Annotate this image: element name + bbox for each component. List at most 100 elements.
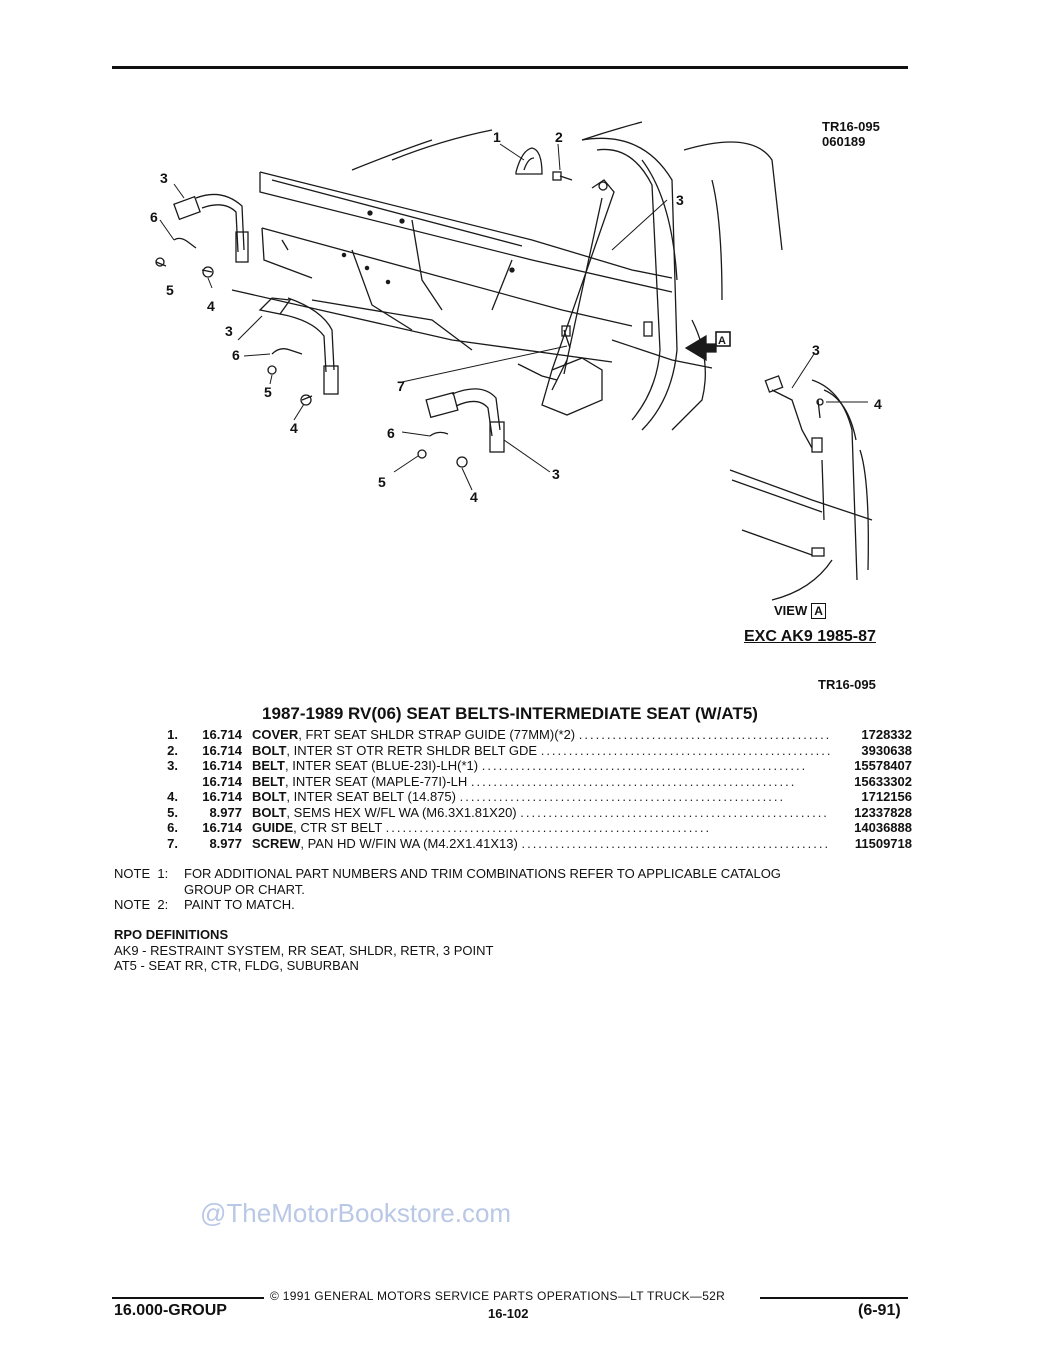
part-index: 3.	[167, 758, 178, 773]
diagram-ref-number: TR16-095	[822, 119, 880, 134]
part-name: BOLT	[252, 804, 287, 820]
part-detail: , SEMS HEX W/FL WA (M6.3X1.81X20)	[286, 804, 517, 820]
top-rule	[112, 66, 908, 69]
section-title: 1987-1989 RV(06) SEAT BELTS-INTERMEDIATE…	[262, 704, 758, 723]
diagram-reference-top: TR16-095 060189	[822, 119, 880, 149]
part-detail: , INTER SEAT (BLUE-23I)-LH(*1)	[284, 758, 479, 773]
pillar-illustration	[581, 137, 783, 431]
callout-6: 6	[387, 425, 395, 441]
note-line: GROUP OR CHART.	[184, 881, 305, 897]
parts-row: 6. 16.714 GUIDE, CTR ST BELT ...........…	[140, 820, 912, 836]
left-belt-assembly-illustration	[155, 193, 249, 278]
part-index: 2.	[167, 742, 178, 758]
part-group: 16.714	[202, 727, 242, 742]
part-number: 3930638	[861, 742, 912, 758]
callout-7: 7	[397, 378, 405, 394]
parts-row: 1. 16.714 COVER, FRT SEAT SHLDR STRAP GU…	[140, 727, 912, 743]
part-description: BELT, INTER SEAT (BLUE-23I)-LH(*1) .....…	[252, 758, 808, 773]
strap-guide-cover-illustration	[515, 147, 573, 181]
exception-label: EXC AK9 1985-87	[744, 628, 876, 645]
callout-3: 3	[812, 342, 820, 358]
part-index: 1.	[167, 727, 178, 742]
svg-text:A: A	[718, 335, 726, 347]
part-index: 4.	[167, 789, 178, 804]
callout-leaders	[159, 143, 868, 491]
rpo-heading: RPO DEFINITIONS	[114, 927, 229, 942]
rpo-item: AT5 - SEAT RR, CTR, FLDG, SUBURBAN	[114, 958, 359, 973]
part-number: 15633302	[854, 773, 912, 789]
part-index: 5.	[167, 804, 178, 820]
part-detail: , INTER ST OTR RETR SHLDR BELT GDE	[286, 742, 538, 758]
part-detail: , CTR ST BELT	[293, 820, 383, 835]
part-group: 8.977	[209, 835, 242, 851]
part-description: BOLT, INTER SEAT BELT (14.875) .........…	[252, 789, 786, 804]
part-name: GUIDE	[252, 820, 294, 835]
callout-5: 5	[264, 384, 272, 400]
callout-3: 3	[225, 323, 233, 339]
callout-2: 2	[555, 129, 563, 145]
diagram-reference-bottom: TR16-095	[818, 677, 876, 692]
callout-3: 3	[676, 192, 684, 208]
part-name: BELT	[252, 773, 285, 789]
callout-3: 3	[552, 466, 560, 482]
note-line: PAINT TO MATCH.	[184, 897, 295, 912]
part-name: COVER	[252, 727, 299, 742]
center-belt-assembly-illustration	[258, 297, 339, 406]
seat-belt-exploded-diagram: A	[155, 121, 873, 601]
callout-4: 4	[874, 396, 882, 412]
parts-row: 4. 16.714 BOLT, INTER SEAT BELT (14.875)…	[140, 789, 912, 805]
callout-6: 6	[150, 209, 158, 225]
footer-group: 16.000-GROUP	[114, 1302, 227, 1319]
part-number: 11509718	[854, 835, 912, 851]
parts-row: 16.714 BELT, INTER SEAT (MAPLE-77I)-LH .…	[140, 774, 912, 790]
view-a-inset-illustration	[729, 375, 873, 601]
view-label-text: VIEW	[774, 603, 808, 618]
footer-rule-right	[760, 1297, 908, 1299]
view-direction-arrow: A	[684, 331, 731, 362]
part-detail: , INTER SEAT BELT (14.875)	[286, 789, 456, 804]
note-text: FOR ADDITIONAL PART NUMBERS AND TRIM COM…	[184, 866, 781, 897]
part-index: 7.	[167, 835, 178, 851]
footer-page-number: 16-102	[488, 1306, 529, 1321]
part-group: 16.714	[202, 820, 242, 835]
part-name: BELT	[252, 758, 285, 773]
note-line: FOR ADDITIONAL PART NUMBERS AND TRIM COM…	[184, 866, 781, 881]
footer-rule-left	[112, 1297, 264, 1299]
callout-4: 4	[290, 420, 298, 436]
part-detail: , FRT SEAT SHLDR STRAP GUIDE (77MM)(*2)	[298, 727, 576, 742]
callout-5: 5	[378, 474, 386, 490]
parts-row: 5. 8.977 BOLT, SEMS HEX W/FL WA (M6.3X1.…	[140, 805, 912, 821]
part-number: 1728332	[861, 727, 912, 742]
seat-frame-illustration	[231, 121, 713, 369]
callout-3: 3	[160, 170, 168, 186]
footer-date: (6-91)	[858, 1302, 901, 1319]
part-description: COVER, FRT SEAT SHLDR STRAP GUIDE (77MM)…	[252, 727, 830, 742]
callout-labels: 1 2 3 3 6 5 4 3 6 5 4 7 6 5 4 3 3 4	[150, 129, 882, 505]
part-number: 12337828	[854, 804, 912, 820]
part-group: 16.714	[202, 789, 242, 804]
part-detail: , PAN HD W/FIN WA (M4.2X1.41X13)	[300, 835, 518, 851]
part-description: BOLT, SEMS HEX W/FL WA (M6.3X1.81X20) ..…	[252, 804, 830, 820]
callout-6: 6	[232, 347, 240, 363]
rpo-item: AK9 - RESTRAINT SYSTEM, RR SEAT, SHLDR, …	[114, 942, 494, 958]
parts-row: 2. 16.714 BOLT, INTER ST OTR RETR SHLDR …	[140, 743, 912, 759]
part-group: 16.714	[202, 758, 242, 773]
part-number: 1712156	[861, 789, 912, 804]
rpo-definitions: RPO DEFINITIONS AK9 - RESTRAINT SYSTEM, …	[114, 927, 493, 974]
part-group: 8.977	[209, 804, 242, 820]
part-group: 16.714	[202, 742, 242, 758]
parts-list: 1. 16.714 COVER, FRT SEAT SHLDR STRAP GU…	[140, 727, 912, 851]
parts-row: 7. 8.977 SCREW, PAN HD W/FIN WA (M4.2X1.…	[140, 836, 912, 852]
note-key: NOTE 2:	[114, 897, 169, 912]
shoulder-belt-illustration	[517, 179, 615, 416]
notes-section: NOTE 1: FOR ADDITIONAL PART NUMBERS AND …	[114, 866, 781, 913]
footer-copyright: © 1991 GENERAL MOTORS SERVICE PARTS OPER…	[270, 1289, 726, 1303]
view-letter-box: A	[811, 603, 826, 619]
callout-4: 4	[207, 298, 215, 314]
part-description: SCREW, PAN HD W/FIN WA (M4.2X1.41X13) ..…	[252, 835, 830, 851]
watermark: @TheMotorBookstore.com	[200, 1198, 512, 1228]
front-belt-assembly-illustration	[417, 325, 571, 468]
callout-1: 1	[493, 129, 501, 145]
part-detail: , INTER SEAT (MAPLE-77I)-LH	[284, 773, 468, 789]
